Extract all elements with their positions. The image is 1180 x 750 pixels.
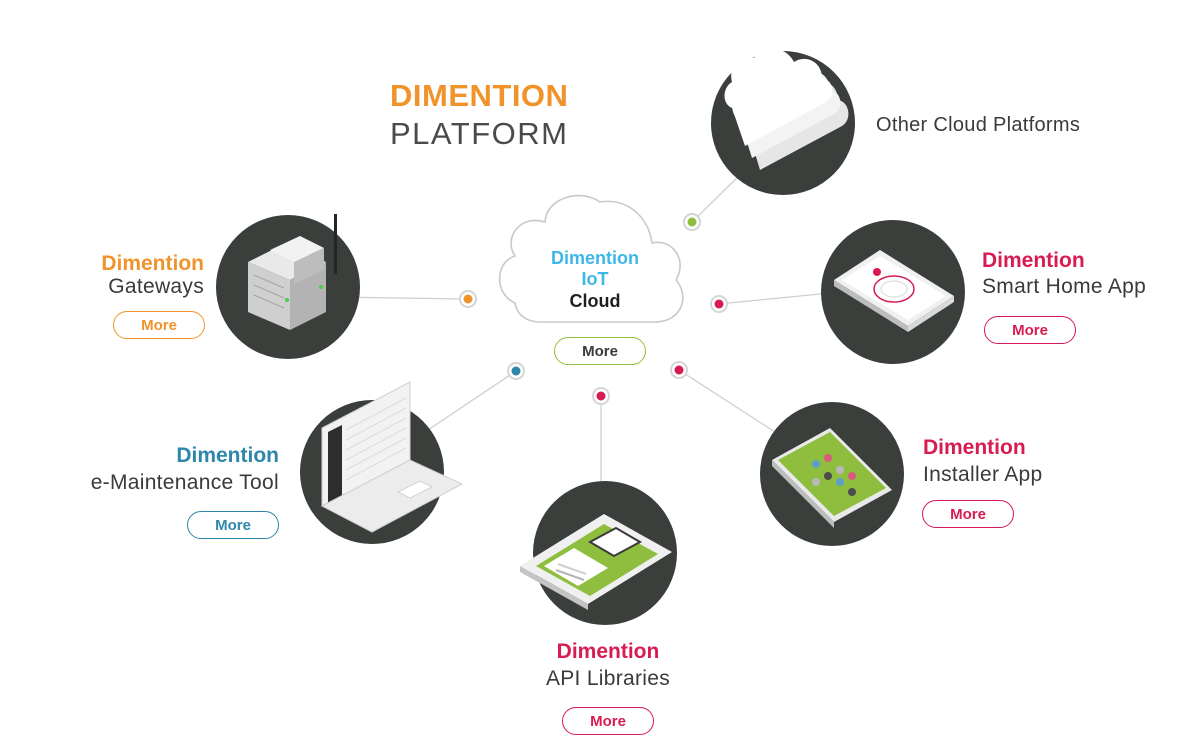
smart-home-more-button[interactable]: More <box>984 316 1076 344</box>
cloud-platforms-label: Other Cloud Platforms <box>876 114 1081 136</box>
tablet-icon <box>520 481 677 625</box>
dot-cloud-platforms <box>687 217 697 227</box>
dot-maintenance <box>511 366 521 376</box>
installer-more-button[interactable]: More <box>922 500 1014 528</box>
iot-cloud-line3: Cloud <box>569 291 621 311</box>
dot-api <box>596 391 606 401</box>
connector-smart-home <box>718 292 831 305</box>
connector-maintenance <box>427 370 517 431</box>
gateways-label: Gateways <box>108 275 204 298</box>
maintenance-more-button[interactable]: More <box>187 511 279 539</box>
iot-cloud-line1: Dimention <box>551 248 639 268</box>
maintenance-label: e-Maintenance Tool <box>90 471 279 494</box>
smartphone-icon <box>821 220 965 364</box>
title-platform: PLATFORM <box>390 116 569 151</box>
connector-lines <box>329 169 831 490</box>
gateways-more-button[interactable]: More <box>113 311 205 339</box>
dot-gateways <box>463 294 473 304</box>
iot-cloud-outline <box>498 194 684 323</box>
installer-label: Installer App <box>923 463 1043 486</box>
iot-cloud-line2: IoT <box>581 269 609 289</box>
connector-dots <box>459 213 728 405</box>
dot-smart-home <box>714 299 724 309</box>
api-brand: Dimention <box>556 640 660 663</box>
title-dimention: DIMENTION <box>390 78 569 113</box>
dot-installer <box>674 365 684 375</box>
connector-installer <box>678 369 776 433</box>
laptop-icon <box>300 381 464 544</box>
phone-grid-icon <box>760 402 904 546</box>
cloud-stack-icon <box>711 48 855 195</box>
api-more-button[interactable]: More <box>562 707 654 735</box>
iot-cloud-more-button[interactable]: More <box>554 337 646 365</box>
api-label: API Libraries <box>545 667 671 690</box>
smart-home-brand: Dimention <box>982 249 1085 272</box>
installer-brand: Dimention <box>923 436 1026 459</box>
maintenance-brand: Dimention <box>176 444 279 467</box>
smart-home-label: Smart Home App <box>982 275 1147 298</box>
gateway-device-icon <box>216 214 360 359</box>
connector-cloud-platforms <box>691 169 746 223</box>
gateways-brand: Dimention <box>101 252 204 275</box>
